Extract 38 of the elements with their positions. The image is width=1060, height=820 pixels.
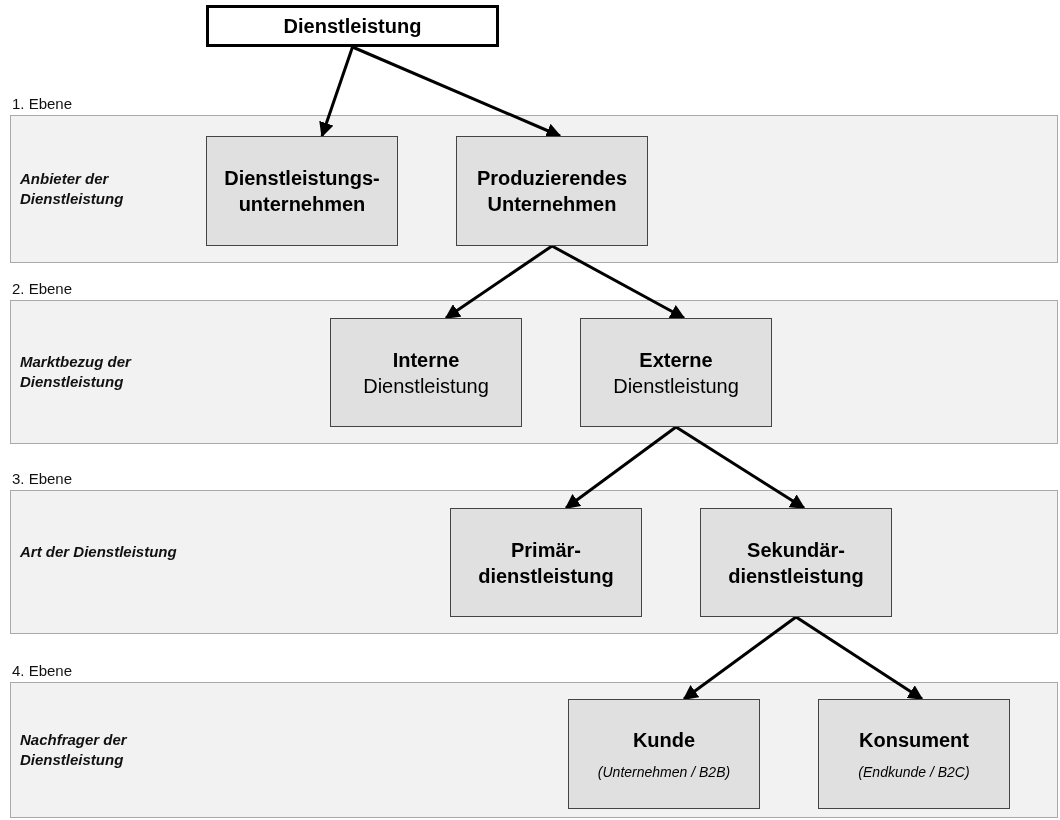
arrow — [319, 46, 354, 138]
root-box — [206, 5, 499, 47]
category-box — [818, 699, 1010, 809]
box-text: (Unternehmen / B2B) — [597, 762, 731, 782]
level-label: Marktbezug der Dienstleistung — [20, 352, 133, 391]
level-label: Art der Dienstleistung — [20, 542, 178, 562]
arrow — [795, 615, 924, 701]
box-text: Externe — [639, 347, 713, 373]
category-box — [456, 136, 648, 246]
box-text: Dienstleistung — [613, 373, 739, 399]
arrow — [682, 615, 797, 701]
level-label: Nachfrager der Dienstleistung — [20, 730, 129, 769]
level-heading: 3. Ebene — [12, 470, 73, 487]
category-box — [700, 508, 892, 617]
category-box — [450, 508, 642, 617]
box-text: Dienstleistungs- unternehmen — [223, 166, 381, 217]
level-heading: 2. Ebene — [12, 280, 73, 297]
level-label: Anbieter der Dienstleistung — [20, 169, 125, 208]
arrow — [551, 244, 686, 320]
box-text: Dienstleistung — [283, 14, 422, 39]
level-heading: 4. Ebene — [12, 662, 73, 679]
category-box — [330, 318, 522, 427]
category-box — [568, 699, 760, 809]
box-text: Kunde — [632, 727, 696, 753]
arrow — [564, 425, 677, 510]
box-text: Interne — [392, 347, 460, 373]
arrow — [351, 45, 562, 138]
box-text: Sekundär- dienstleistung — [727, 537, 865, 589]
category-box — [580, 318, 772, 427]
level-heading: 1. Ebene — [12, 95, 73, 112]
box-text: Dienstleistung — [363, 373, 489, 399]
arrow — [444, 244, 553, 320]
box-text: Konsument — [859, 727, 969, 753]
box-text: (Endkunde / B2C) — [858, 762, 970, 782]
category-box — [206, 136, 398, 246]
box-text: Primär- dienstleistung — [477, 537, 615, 589]
arrow — [675, 425, 806, 510]
box-text: Produzierendes Unternehmen — [475, 166, 628, 217]
